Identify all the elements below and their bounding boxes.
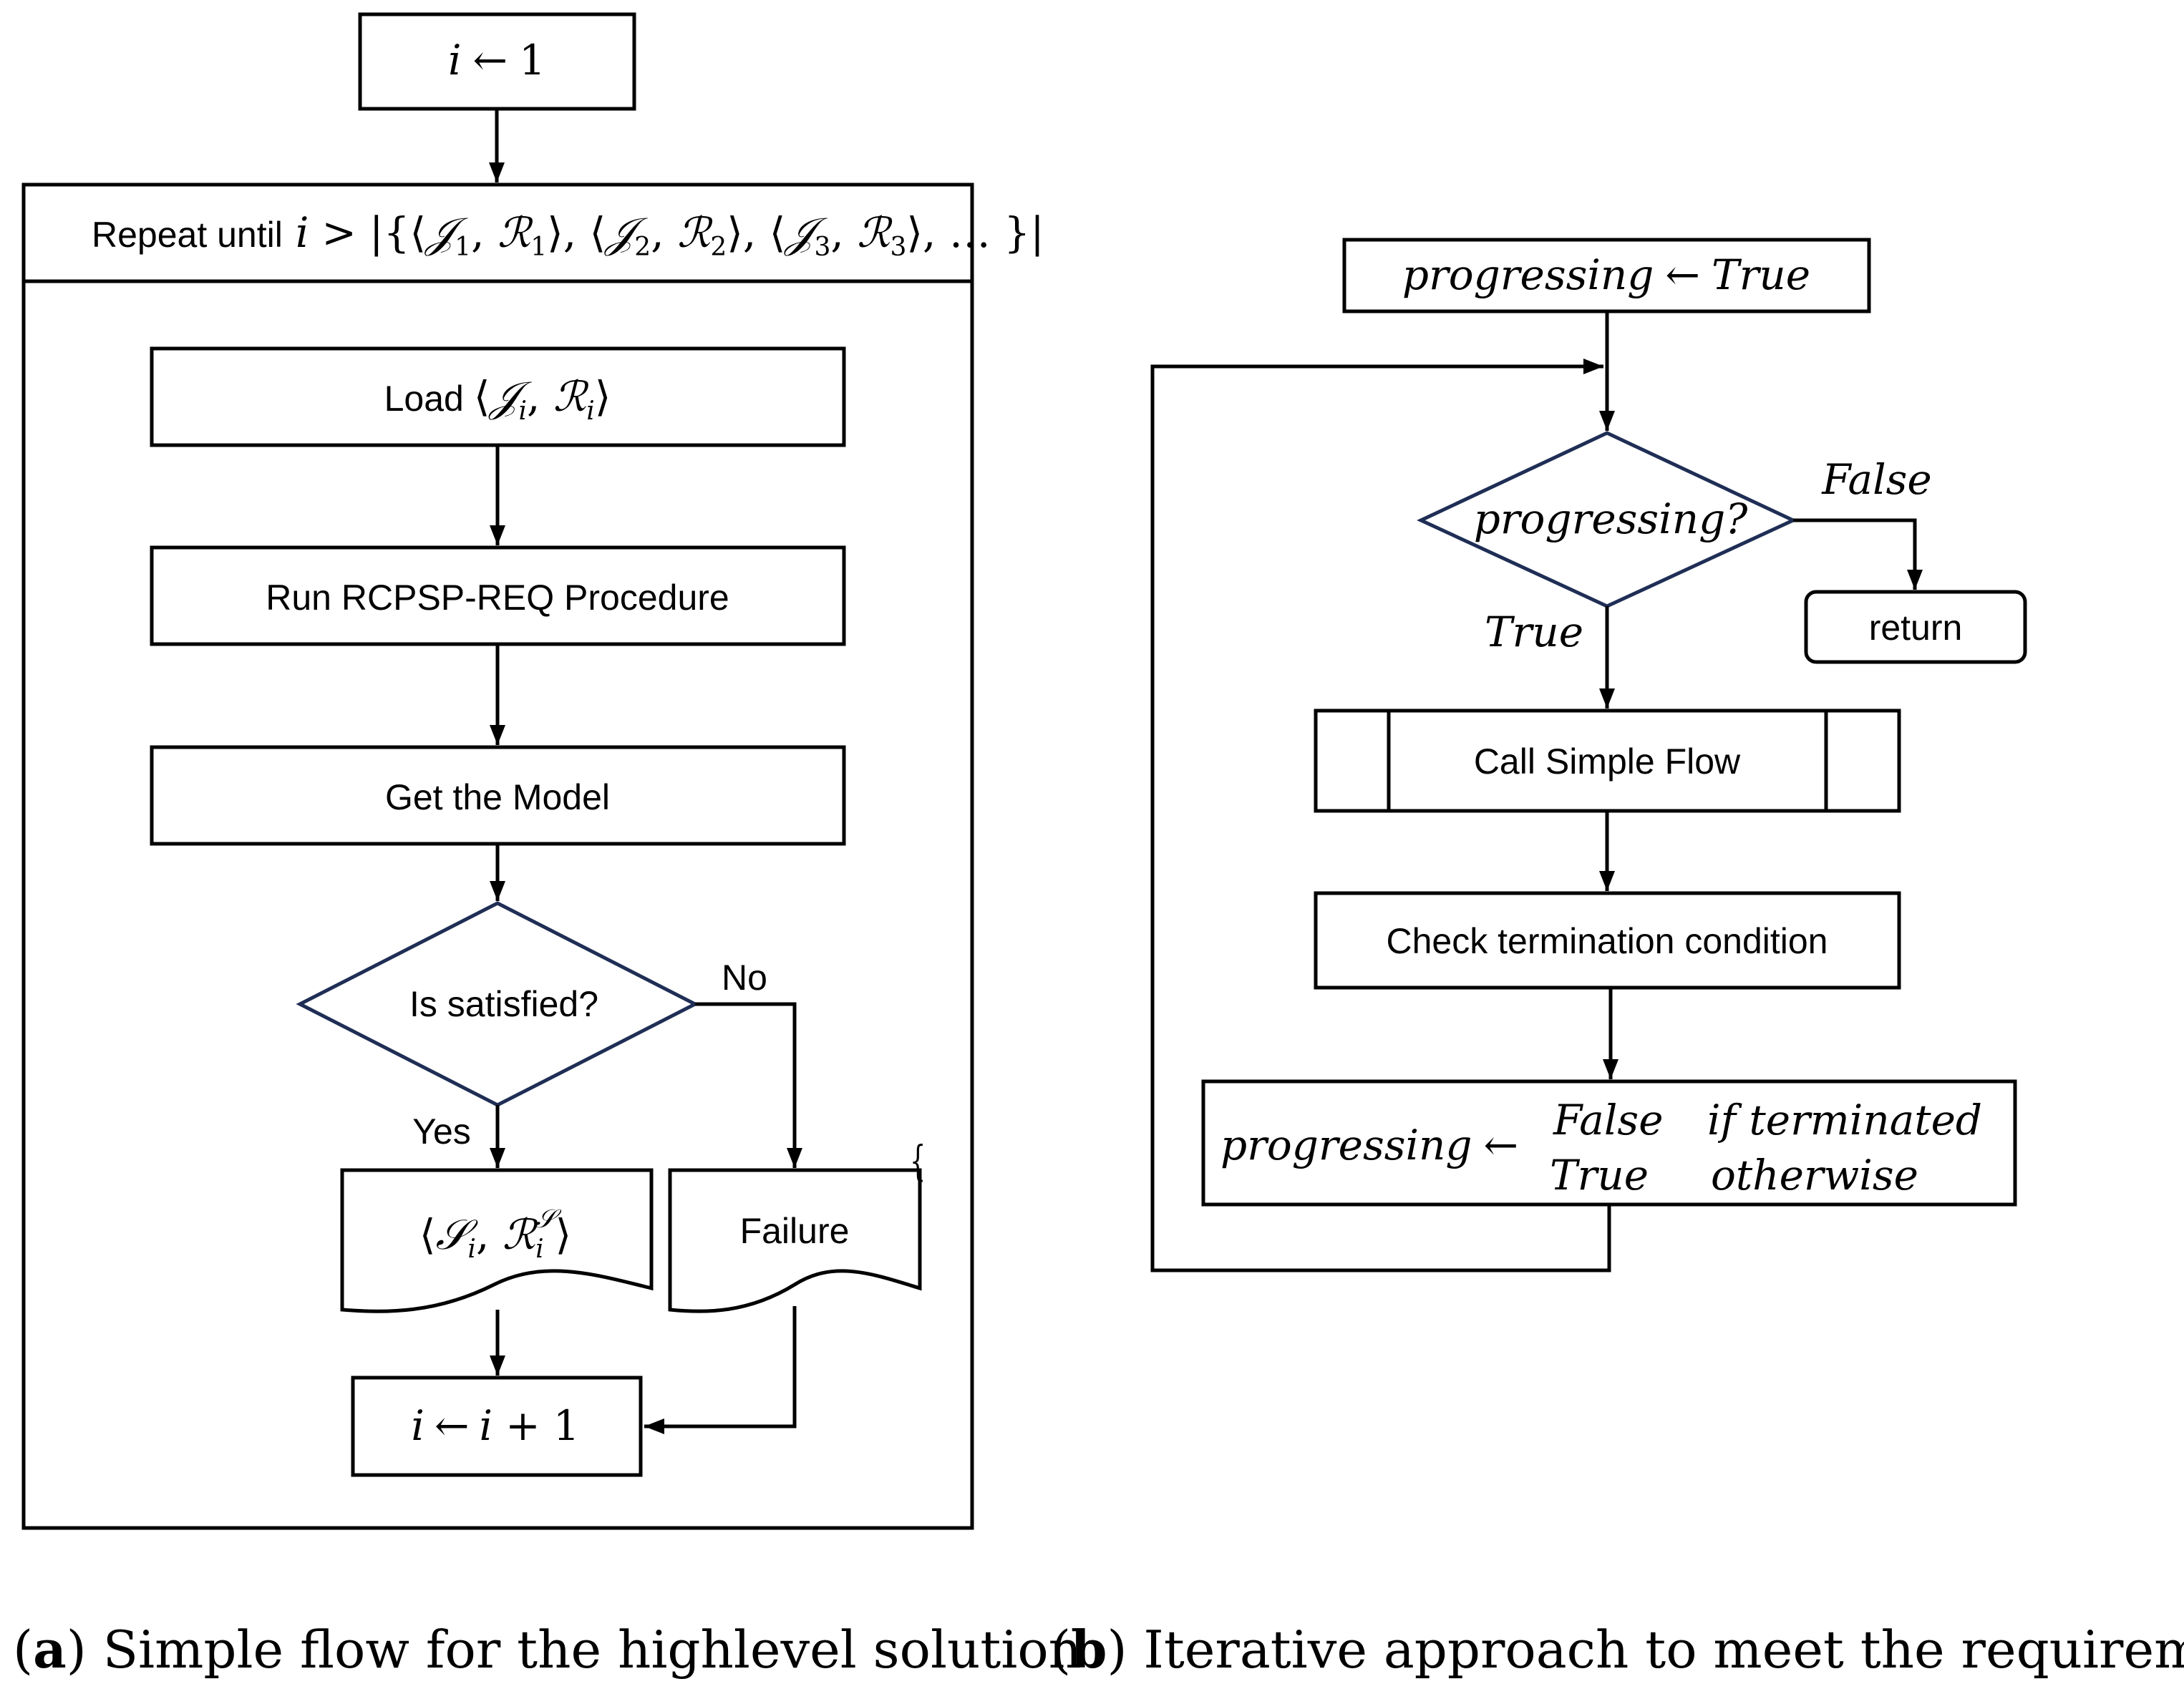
init-formula-b: progressing←True bbox=[1402, 250, 1810, 299]
progressing-decision-label: progressing? bbox=[1474, 495, 1749, 543]
assign-case1-cond: if terminated bbox=[1707, 1096, 1982, 1144]
panel-b-iterative-approach: progressing←True progressing? False retu… bbox=[910, 238, 2027, 1272]
get-model-box bbox=[150, 745, 846, 846]
assign-var: progressing← bbox=[1220, 1121, 1518, 1169]
arrow-no-to-failure bbox=[695, 1002, 802, 1168]
assign-case2-cond: otherwise bbox=[1711, 1151, 1918, 1199]
assign-brace: { bbox=[910, 1138, 926, 1186]
success-output-label: ⟨𝒮i, ℛi𝒮⟩ bbox=[419, 1204, 571, 1264]
caption-b: (b) Iterative approach to meet the requi… bbox=[1051, 1619, 2184, 1680]
load-box bbox=[150, 346, 846, 447]
arrow-false-to-return bbox=[1793, 518, 1923, 590]
run-procedure-label: Run RCPSP-REQ Procedure bbox=[266, 578, 729, 618]
loop-back-arrow bbox=[1150, 359, 1611, 1272]
increment-formula: i←i+1 bbox=[411, 1401, 579, 1450]
call-simple-flow-box bbox=[1314, 709, 1901, 813]
increment-box bbox=[351, 1376, 643, 1477]
assign-case2-value: True bbox=[1550, 1151, 1649, 1199]
arrow-failure-to-increment bbox=[644, 1306, 797, 1434]
check-termination-label: Check termination condition bbox=[1387, 921, 1828, 961]
init-box-b bbox=[1342, 238, 1871, 313]
check-termination-box bbox=[1314, 891, 1901, 990]
assign-progressing-box bbox=[1201, 1079, 2017, 1207]
return-box bbox=[1804, 590, 2027, 664]
init-box-a bbox=[358, 12, 636, 111]
return-label: return bbox=[1869, 608, 1963, 648]
yes-label: Yes bbox=[412, 1111, 471, 1152]
success-document bbox=[340, 1168, 654, 1313]
failure-document bbox=[668, 1168, 922, 1313]
load-box-label: Load⟨𝒥i, ℛi⟩ bbox=[384, 372, 611, 426]
init-formula-a: i←1 bbox=[448, 36, 545, 84]
is-satisfied-label: Is satisfied? bbox=[409, 984, 598, 1024]
assign-case1-value: False bbox=[1553, 1096, 1664, 1144]
true-label: True bbox=[1485, 608, 1583, 656]
get-model-label: Get the Model bbox=[385, 777, 610, 817]
caption-a: (a) Simple flow for the highlevel soluti… bbox=[13, 1619, 1082, 1680]
call-simple-flow-label: Call Simple Flow bbox=[1474, 741, 1741, 782]
no-label: No bbox=[722, 958, 767, 998]
failure-label: Failure bbox=[740, 1211, 850, 1251]
false-label: False bbox=[1821, 455, 1932, 504]
run-procedure-box bbox=[150, 545, 846, 646]
